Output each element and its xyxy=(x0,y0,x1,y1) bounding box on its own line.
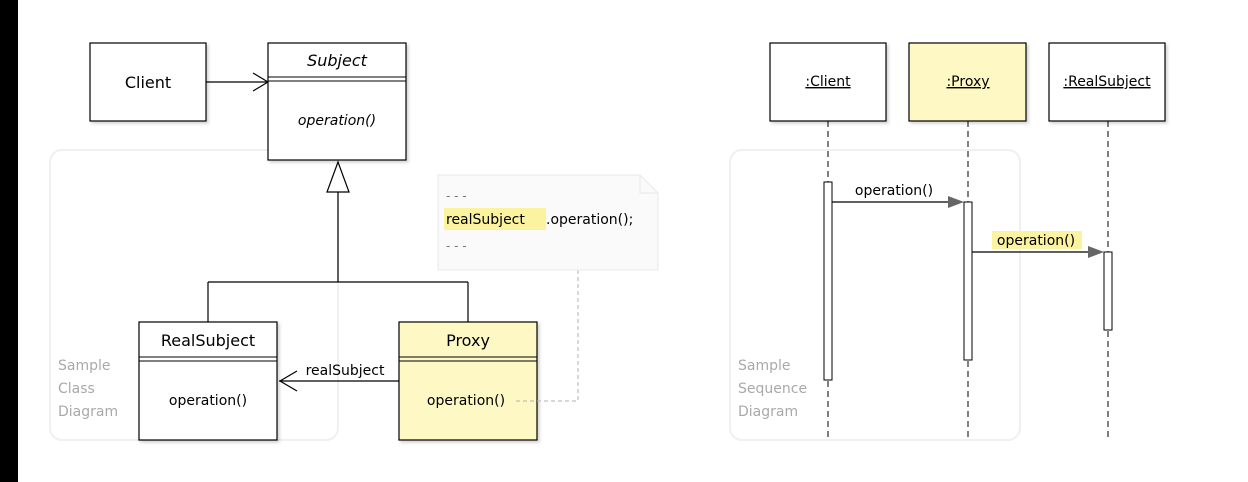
message-proxy-to-realsubject: operation() xyxy=(972,231,1104,258)
activation-proxy xyxy=(963,201,973,361)
proxy-operation: operation() xyxy=(427,393,505,409)
proxy-class-box: Proxy operation() xyxy=(398,321,538,441)
message-client-to-proxy: operation() xyxy=(832,183,964,208)
note-connector xyxy=(516,270,579,402)
realsubject-class-name: RealSubject xyxy=(161,331,255,350)
lifeline-realsubject-label: :RealSubject xyxy=(1063,74,1151,90)
association-label: realSubject xyxy=(306,363,385,379)
client-class-box: Client xyxy=(89,42,207,122)
code-note: - - - realSubject .operation(); - - - xyxy=(437,174,659,271)
client-subject-association xyxy=(206,72,270,92)
realsubject-class-box: RealSubject operation() xyxy=(138,321,278,441)
diagram-svg: Sample Class Diagram Client Subject oper… xyxy=(49,42,1166,441)
note-line-3: - - - xyxy=(446,239,467,253)
class-panel-label-2: Class xyxy=(58,381,95,397)
diagram-canvas: Sample Class Diagram Client Subject oper… xyxy=(18,0,1248,482)
sequence-panel-label-3: Diagram xyxy=(738,404,798,420)
sequence-panel-label-2: Sequence xyxy=(738,381,807,397)
class-panel-label-3: Diagram xyxy=(58,404,118,420)
generalization-arrow xyxy=(207,160,469,322)
sequence-diagram-panel xyxy=(729,149,1021,441)
sequence-panel-label-1: Sample xyxy=(738,358,791,374)
lifeline-client-head: :Client xyxy=(769,42,887,122)
lifeline-client-label: :Client xyxy=(805,74,851,90)
note-line-2-object: realSubject xyxy=(446,212,525,228)
lifeline-realsubject-head: :RealSubject xyxy=(1048,42,1166,122)
proxy-class-name: Proxy xyxy=(446,331,490,350)
subject-operation: operation() xyxy=(298,113,376,129)
subject-class-box: Subject operation() xyxy=(267,42,407,161)
lifeline-proxy-head: :Proxy xyxy=(908,42,1027,122)
class-panel-label-1: Sample xyxy=(58,358,111,374)
message-1-label: operation() xyxy=(855,183,933,199)
realsubject-operation: operation() xyxy=(169,393,247,409)
lifeline-proxy-label: :Proxy xyxy=(946,74,989,90)
message-2-label: operation() xyxy=(997,233,1075,249)
proxy-realsubject-association: realSubject xyxy=(278,363,399,392)
message-2-highlight xyxy=(992,231,1082,249)
note-line-1: - - - xyxy=(446,189,467,203)
activation-client xyxy=(823,181,833,381)
note-highlight xyxy=(444,208,546,230)
client-class-name: Client xyxy=(125,73,171,92)
note-line-2-rest: .operation(); xyxy=(546,212,633,228)
activation-realsubject xyxy=(1103,251,1113,331)
subject-class-name: Subject xyxy=(307,51,368,70)
